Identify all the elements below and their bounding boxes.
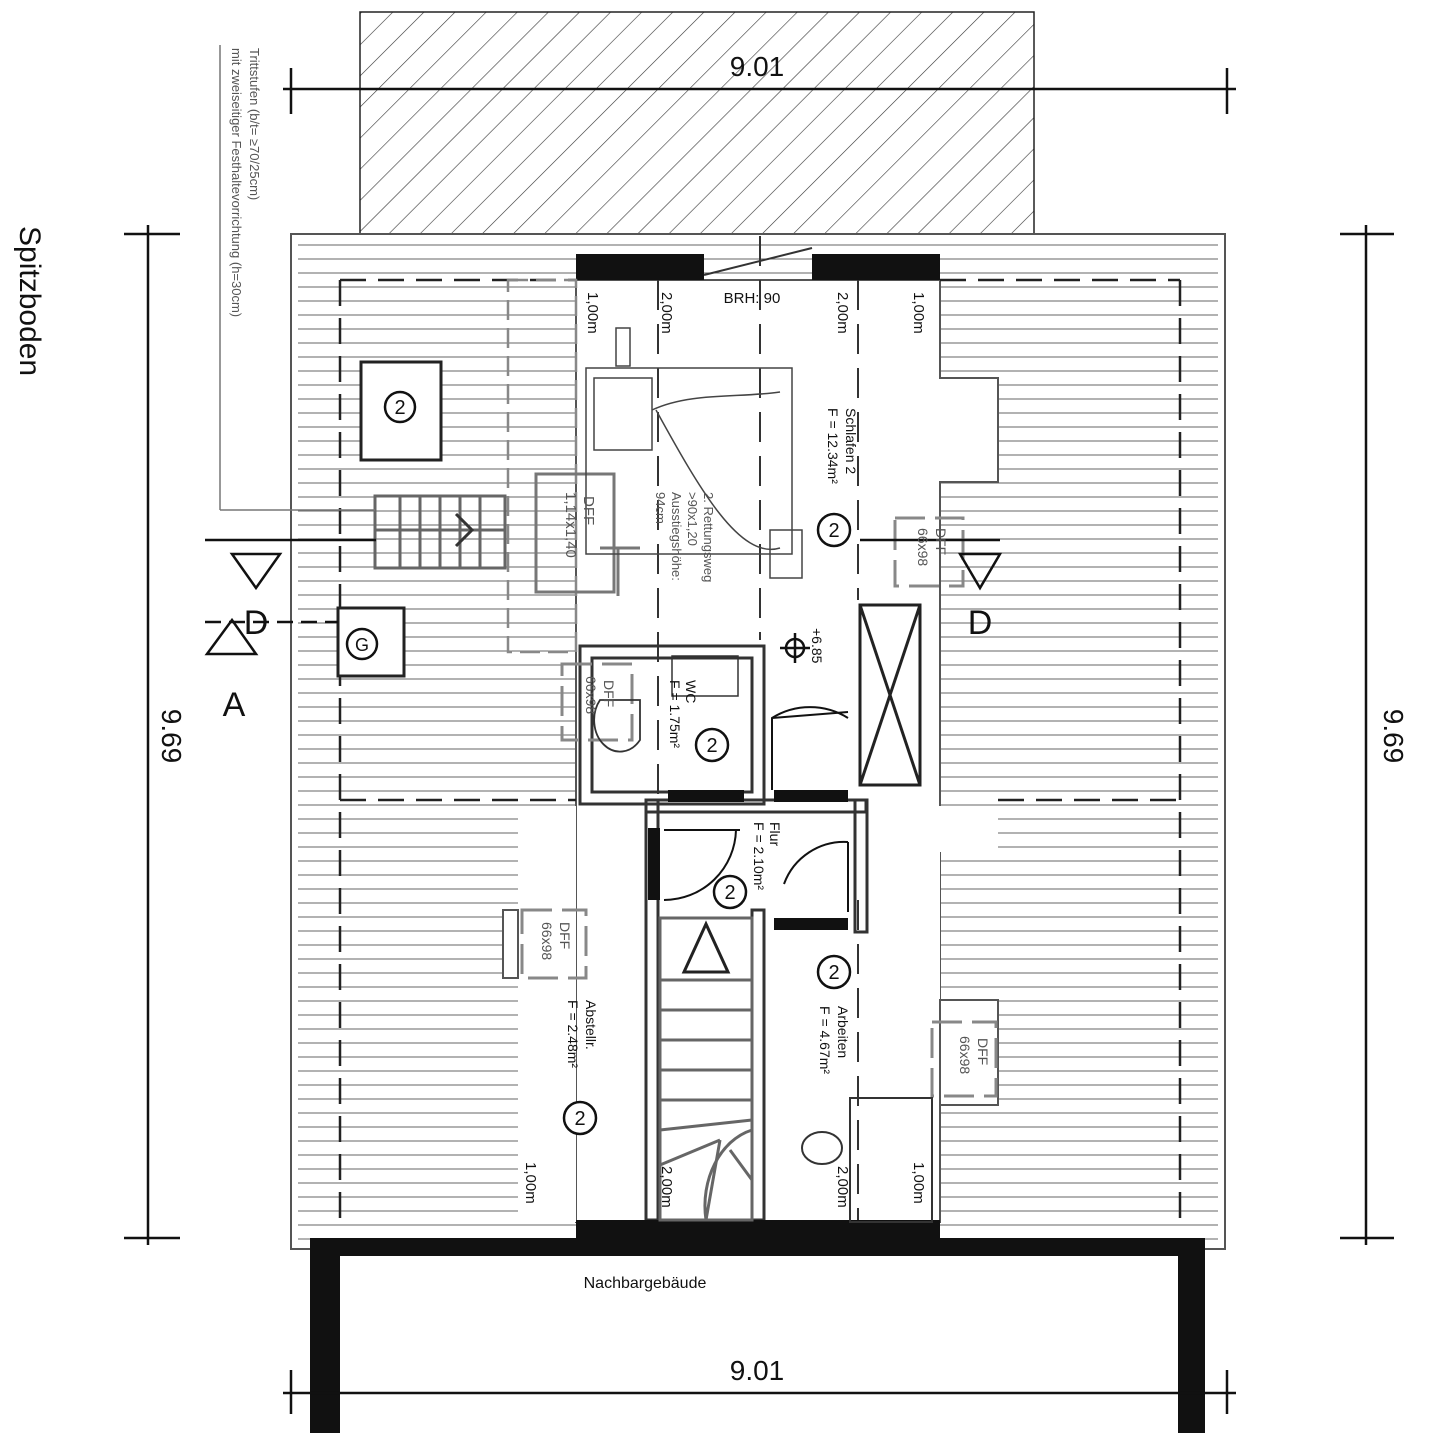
- black-wall-pieces: [576, 254, 940, 1240]
- roof-window-label: DFF: [557, 922, 573, 949]
- section-letter-d: D: [244, 604, 269, 642]
- height-label: 2,00m: [658, 1166, 675, 1208]
- room-area-abstell: F = 2.48m²: [565, 1000, 581, 1068]
- height-label: 2,00m: [834, 1166, 851, 1208]
- section-letter-a: A: [223, 686, 246, 724]
- escape-route-line4: 94cm: [653, 492, 668, 524]
- level-label: +6.85: [809, 628, 825, 664]
- desk: [849, 1097, 933, 1223]
- main-stair: [658, 916, 754, 1222]
- room-tag: 2: [724, 882, 735, 904]
- room-area-schlafen: F = 12.34m²: [825, 408, 841, 484]
- wc-basin: [671, 655, 739, 697]
- dimension-left: 9.69: [156, 709, 187, 764]
- stair-note-line2: mit zweiseitiger Festhaltevorrichtung (h…: [229, 48, 244, 317]
- walls: [578, 644, 869, 1222]
- height-label: 2,00m: [658, 292, 675, 334]
- dimension-lines: [124, 68, 1394, 1414]
- roof-window-size: 66x98: [915, 528, 931, 566]
- height-label: 1,00m: [910, 1162, 927, 1204]
- room-tag: 2: [828, 962, 839, 984]
- ladder-stair: [373, 494, 507, 570]
- height-label: 1,00m: [910, 292, 927, 334]
- dimension-top: 9.01: [730, 51, 785, 82]
- dimension-bottom: 9.01: [730, 1355, 785, 1386]
- room-area-flur: F = 2.10m²: [751, 822, 767, 890]
- stair-note-line1: Trittstufen (b/t= ≥70/25cm): [247, 48, 262, 200]
- bed: [585, 327, 803, 579]
- escape-route-line2: >90x1,20: [685, 492, 700, 546]
- chair: [801, 1131, 843, 1165]
- main-roof-window: [534, 472, 640, 596]
- roof-window-label: DFF: [975, 1038, 991, 1065]
- chimney-box-2: [359, 360, 443, 462]
- toilet: [593, 699, 641, 753]
- room-name-wc: WC: [683, 680, 699, 703]
- neighbor-label: Nachbargebäude: [584, 1275, 707, 1292]
- roof-window-size: 66x98: [539, 922, 555, 960]
- escape-route-line1: 2. Rettungsweg: [701, 492, 716, 582]
- small-roof-windows: [520, 516, 998, 1098]
- chimney-tag: G: [355, 635, 369, 655]
- section-letter-d: D: [968, 604, 993, 642]
- hatched-neighbor-top: [359, 11, 1035, 235]
- room-name-flur: Flur: [767, 822, 783, 846]
- room-name-schlafen: Schlafen 2: [843, 408, 859, 474]
- height-label: 1,00m: [522, 1162, 539, 1204]
- room-name-arbeiten: Arbeiten: [835, 1006, 851, 1058]
- neighbor-building: [310, 1238, 1205, 1433]
- escape-route-line3: Ausstiegshöhe:: [669, 492, 684, 581]
- dimension-right: 9.69: [1378, 709, 1409, 764]
- room-tag: 2: [394, 397, 405, 419]
- page-title: Spitzboden: [13, 226, 46, 376]
- roof-window-size: 66x98: [957, 1036, 973, 1074]
- roof-window-size: 1,14x1,40: [562, 492, 579, 558]
- height-label: 2,00m: [834, 292, 851, 334]
- height-2m-lines: [657, 236, 859, 1222]
- height-label: 1,00m: [584, 292, 601, 334]
- wardrobe: [858, 603, 922, 787]
- section-markers: [204, 538, 1003, 656]
- roof-window-label: DFF: [580, 496, 597, 525]
- window-sill-label: BRH: 90: [724, 290, 781, 307]
- ridge-window: [703, 247, 813, 276]
- room-area-wc: F = 1.75m²: [667, 680, 683, 748]
- doors: [663, 706, 849, 912]
- level-marker: [780, 633, 810, 663]
- room-tag: 2: [828, 520, 839, 542]
- roof-window-label: DFF: [933, 528, 949, 555]
- roof-window-size: 66x98: [583, 676, 599, 714]
- room-tag: 2: [574, 1108, 585, 1130]
- room-name-abstell: Abstellr.: [583, 1000, 599, 1050]
- roof-window-label: DFF: [601, 680, 617, 707]
- room-area-arbeiten: F = 4.67m²: [817, 1006, 833, 1074]
- room-tag-circles: [345, 390, 852, 1136]
- escape-zone: [506, 278, 578, 654]
- room-tag: 2: [706, 735, 717, 757]
